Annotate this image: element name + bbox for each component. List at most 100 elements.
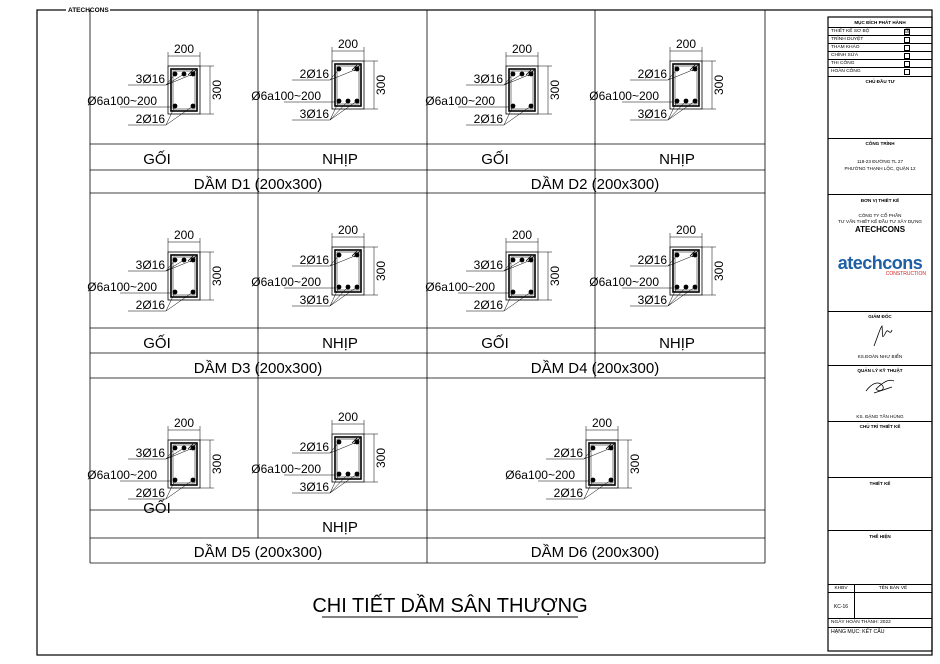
- section-outline: [585, 439, 619, 489]
- stirrup: [170, 442, 198, 486]
- section-d4-span: [622, 233, 716, 307]
- logo-wordmark: atechcons: [837, 253, 923, 273]
- beam-sections: 3Ø162Ø16Ø6a100~2002003002Ø163Ø16Ø6a100~2…: [87, 37, 726, 500]
- category: HẠNG MỤC: KẾT CẤU: [831, 629, 885, 635]
- label-bottom-rebar: 2Ø16: [136, 486, 166, 500]
- director-title: GIÁM ĐỐC: [868, 314, 892, 319]
- beam-table: [89, 10, 766, 564]
- purpose-approval-checkbox[interactable]: [904, 36, 910, 43]
- dim-height-label: 300: [548, 266, 562, 286]
- leader-top-branch: [165, 73, 194, 86]
- section-outline: [167, 439, 201, 489]
- leader-bottom-branch: [329, 473, 340, 494]
- label-top-rebar: 2Ø16: [300, 440, 330, 454]
- section-d3-span: [284, 233, 378, 307]
- section-outline: [167, 65, 201, 115]
- section-d3-support: [120, 238, 214, 312]
- purpose-construction-checkbox[interactable]: [904, 60, 910, 67]
- label-stirrup: Ø6a100~200: [589, 275, 659, 289]
- leader-bottom-branch: [503, 291, 514, 312]
- leader-top-branch: [503, 259, 514, 272]
- beam-name-d3: DẦM D3 (200x300): [194, 360, 322, 377]
- logo-subtext: CONSTRUCTION: [885, 271, 926, 277]
- leader-bottom-branch: [329, 100, 340, 121]
- sheet-code: KC-16: [833, 604, 849, 610]
- label-support-d1: GỐI: [143, 150, 171, 168]
- sheet-code-label: KHBV: [834, 586, 848, 591]
- label-support-d4: GỐI: [481, 334, 509, 352]
- leader-top-branch: [329, 254, 358, 267]
- label-span-d3: NHỊP: [322, 335, 358, 352]
- stirrup-inner: [336, 65, 360, 105]
- label-bottom-rebar: 3Ø16: [638, 293, 668, 307]
- label-stirrup: Ø6a100~200: [589, 89, 659, 103]
- label-bottom-rebar: 3Ø16: [300, 480, 330, 494]
- brand-header-mask: [66, 6, 110, 14]
- purpose-reference-checkbox[interactable]: [904, 44, 910, 51]
- label-top-rebar: 2Ø16: [638, 253, 668, 267]
- label-top-rebar: 2Ø16: [554, 446, 584, 460]
- sheet-name-label: TÊN BẢN VẼ: [878, 586, 908, 591]
- dim-height-label: 300: [712, 75, 726, 95]
- section-d5-support: [120, 426, 214, 500]
- label-bottom-rebar: 2Ø16: [554, 486, 584, 500]
- leader-bottom-branch: [329, 473, 358, 494]
- drafter-title: THỂ HIỆN: [869, 534, 891, 539]
- leader-top-branch: [165, 259, 194, 272]
- dim-width-label: 200: [592, 416, 612, 430]
- leader-bottom-branch: [329, 473, 349, 494]
- section-d1-support: [120, 52, 214, 126]
- leader-top-branch: [583, 447, 594, 460]
- leader-bottom-branch: [667, 286, 687, 307]
- label-top-rebar: 2Ø16: [300, 67, 330, 81]
- leader-top-branch: [165, 259, 176, 272]
- stirrup-inner: [336, 251, 360, 291]
- leader-top-branch: [329, 441, 358, 454]
- dim-height-label: 300: [548, 80, 562, 100]
- label-span-d4: NHỊP: [659, 335, 695, 352]
- section-outline: [167, 251, 201, 301]
- leader-top-branch: [503, 73, 514, 86]
- stirrup: [672, 249, 700, 293]
- purpose-approval: TRÌNH DUYỆT: [831, 37, 864, 42]
- label-stirrup: Ø6a100~200: [251, 275, 321, 289]
- stirrup-inner: [674, 65, 698, 105]
- leader-top-branch: [667, 68, 696, 81]
- dim-width-label: 200: [174, 228, 194, 242]
- stirrup-inner: [172, 444, 196, 484]
- leader-bottom-branch: [329, 100, 358, 121]
- leader-top-branch: [667, 68, 678, 81]
- leader-top-branch: [667, 254, 696, 267]
- section-d4-support: [458, 238, 552, 312]
- designer-line-2: TƯ VẤN THIẾT KẾ ĐẦU TƯ XÂY DỰNG: [838, 219, 922, 224]
- dim-width-label: 200: [338, 223, 358, 237]
- label-support-d3: GỐI: [143, 334, 171, 352]
- dim-height-label: 300: [628, 454, 642, 474]
- leader-bottom-branch: [503, 105, 532, 126]
- label-support-d2: GỐI: [481, 150, 509, 168]
- tech-manager-signature-icon: [865, 379, 895, 394]
- label-stirrup: Ø6a100~200: [505, 468, 575, 482]
- dim-width-label: 200: [676, 223, 696, 237]
- label-top-rebar: 2Ø16: [638, 67, 668, 81]
- dim-width-label: 200: [338, 37, 358, 51]
- purpose-design-checkbox[interactable]: ☒: [904, 28, 911, 35]
- dim-height-label: 300: [374, 448, 388, 468]
- purpose-as-built: HOÀN CÔNG: [831, 69, 861, 74]
- beam-name-d5: DẦM D5 (200x300): [194, 544, 322, 561]
- purpose-as-built-checkbox[interactable]: [904, 68, 910, 75]
- company-logo: atechcons CONSTRUCTION: [828, 253, 932, 283]
- purpose-revision-checkbox[interactable]: [904, 52, 910, 59]
- label-top-rebar: 3Ø16: [474, 72, 504, 86]
- title-block-frame: [827, 16, 933, 652]
- leader-bottom-branch: [329, 286, 340, 307]
- director-signature-icon: [873, 325, 893, 347]
- beam-name-d2: DẦM D2 (200x300): [531, 176, 659, 193]
- leader-top-branch: [667, 254, 678, 267]
- dim-height-label: 300: [712, 261, 726, 281]
- designer-title: ĐƠN VỊ THIẾT KẾ: [860, 198, 900, 203]
- leader-top-branch: [165, 73, 185, 86]
- dim-width-label: 200: [174, 416, 194, 430]
- leader-bottom-branch: [329, 100, 349, 121]
